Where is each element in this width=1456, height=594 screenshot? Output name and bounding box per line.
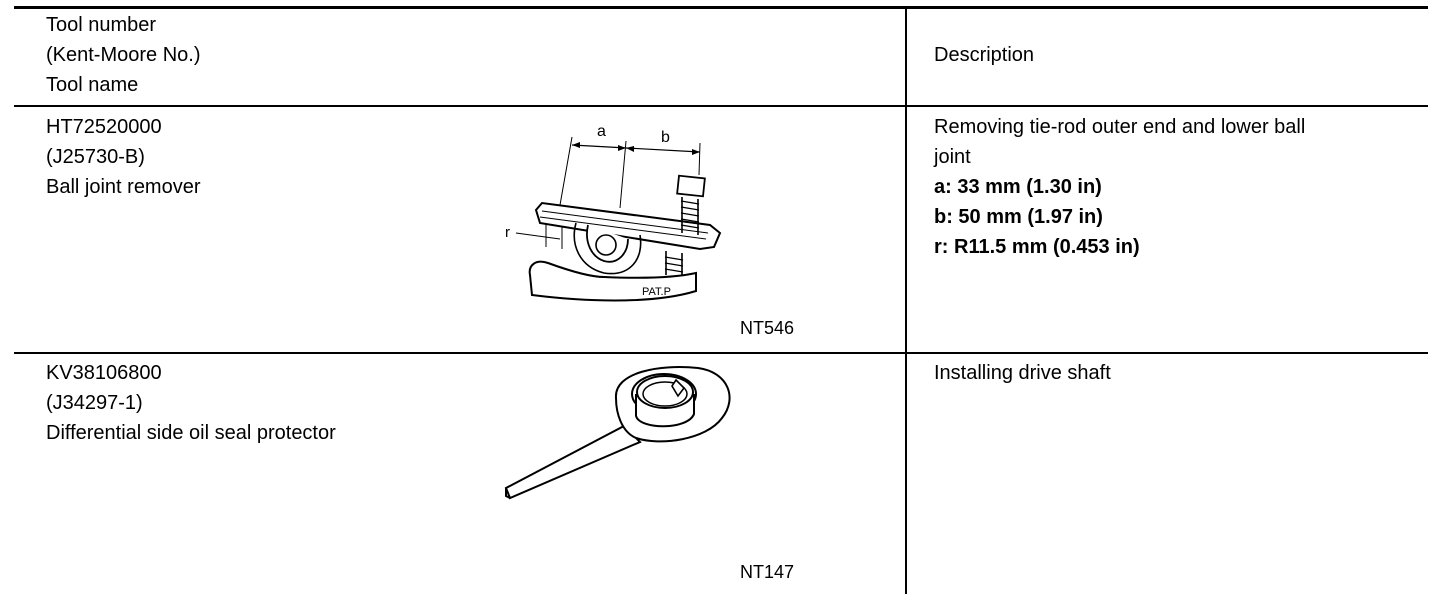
- description-line: Removing tie-rod outer end and lower bal…: [934, 116, 1306, 138]
- tool-number: HT72520000: [46, 116, 162, 138]
- table-row-2-tool: KV38106800 (J34297-1) Differential side …: [46, 358, 336, 448]
- header-divider: [14, 105, 1428, 107]
- spec-r: r: R11.5 mm (0.453 in): [934, 236, 1140, 258]
- table-row-1-tool: HT72520000 (J25730-B) Ball joint remover: [46, 112, 201, 202]
- dimension-a-label: a: [597, 123, 606, 140]
- header-description: Description: [934, 44, 1035, 66]
- header-tool-line: Tool number: [46, 14, 157, 36]
- kent-moore-number: (J25730-B): [46, 146, 145, 168]
- oil-seal-protector-illustration: [504, 366, 731, 500]
- spec-b: b: 50 mm (1.97 in): [934, 206, 1103, 228]
- column-divider: [905, 6, 907, 594]
- table-row-2-description: Installing drive shaft: [934, 358, 1111, 388]
- ball-joint-remover-illustration: a b r PAT.P: [505, 123, 722, 302]
- header-tool-line: (Kent-Moore No.): [46, 44, 201, 66]
- dimension-r-label: r: [505, 224, 510, 241]
- tool-name: Ball joint remover: [46, 176, 201, 198]
- header-tool-column: Tool number (Kent-Moore No.) Tool name: [46, 10, 201, 100]
- description-line: Installing drive shaft: [934, 362, 1111, 384]
- kent-moore-number: (J34297-1): [46, 392, 143, 414]
- tool-name: Differential side oil seal protector: [46, 422, 336, 444]
- row-divider: [14, 352, 1428, 354]
- dimension-b-label: b: [661, 129, 670, 146]
- tool-number: KV38106800: [46, 362, 162, 384]
- table-top-border: [14, 6, 1428, 9]
- description-line: joint: [934, 146, 971, 168]
- pat-stamp: PAT.P: [642, 286, 671, 298]
- spec-a: a: 33 mm (1.30 in): [934, 176, 1102, 198]
- figure-code: NT546: [740, 318, 795, 338]
- figure-code: NT147: [740, 562, 795, 582]
- header-tool-line: Tool name: [46, 74, 139, 96]
- table-row-1-description: Removing tie-rod outer end and lower bal…: [934, 112, 1305, 262]
